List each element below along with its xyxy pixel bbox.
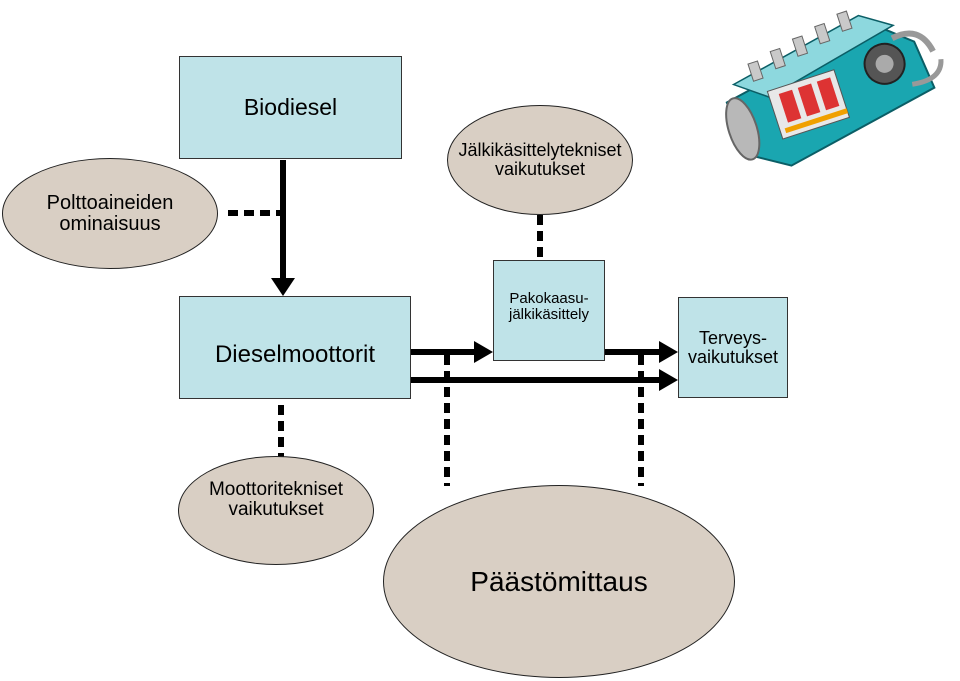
arrowhead-diesel-to-pakokaasu	[474, 341, 493, 363]
box-dieselmoottorit-label: Dieselmoottorit	[214, 340, 376, 368]
ellipse-paastomittaus: Päästömittaus	[383, 485, 735, 678]
ellipse-polttoaine-label: Polttoaineiden ominaisuus	[46, 191, 174, 235]
box-biodiesel: Biodiesel	[179, 56, 402, 159]
ellipse-jalkikasittely-label: Jälkikäsittelytekniset vaikutukset	[458, 140, 622, 179]
box-biodiesel-label: Biodiesel	[243, 94, 338, 121]
box-terveys: Terveys- vaikutukset	[678, 297, 788, 398]
ellipse-polttoaine: Polttoaineiden ominaisuus	[2, 158, 218, 269]
box-terveys-label: Terveys- vaikutukset	[687, 327, 779, 367]
arrowhead-biodiesel-to-diesel	[271, 278, 295, 296]
box-pakokaasu-label: Pakokaasu- jälkikäsittely	[508, 290, 590, 323]
ellipse-paastomittaus-label: Päästömittaus	[470, 565, 648, 597]
arrowhead-diesel-to-terveys	[659, 369, 678, 391]
box-pakokaasu: Pakokaasu- jälkikäsittely	[493, 260, 605, 361]
arrowhead-pakokaasu-to-terveys	[659, 341, 678, 363]
diesel-engine-cutaway-icon	[725, 10, 944, 167]
box-dieselmoottorit: Dieselmoottorit	[179, 296, 411, 399]
ellipse-moottoritekniset: Moottoritekniset vaikutukset	[178, 456, 374, 565]
ellipse-moottoritekniset-label: Moottoritekniset vaikutukset	[208, 478, 344, 520]
ellipse-jalkikasittely: Jälkikäsittelytekniset vaikutukset	[447, 105, 633, 215]
